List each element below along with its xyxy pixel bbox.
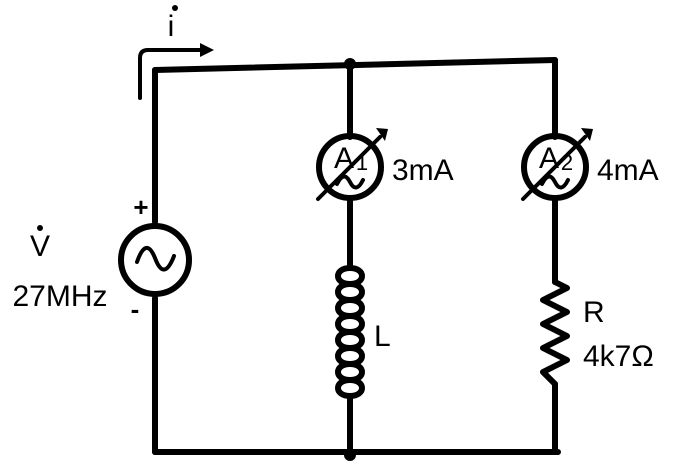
wires [152,57,561,461]
ammeter1-index: 1 [356,150,368,175]
source-plus-sign: + [133,192,148,222]
ac-source-icon [118,223,192,297]
ammeter1-letter: A [334,142,354,175]
ammeter2-icon [521,128,593,201]
ammeter1-icon [316,128,388,201]
ammeter1-reading: 3mA [392,154,454,187]
junction-top [344,58,356,70]
inductor-label: L [374,320,391,353]
current-dot [172,5,178,11]
resistor-value: 4k7Ω [583,340,654,373]
source-voltage-dot [37,225,43,231]
current-arrow-icon [138,43,214,100]
resistor-icon [540,279,570,387]
junction-bottom [344,449,356,461]
ammeter2-letter: A [539,142,559,175]
current-label: i [168,10,175,43]
resistor-label: R [583,296,605,329]
inductor-icon [335,265,365,399]
source-frequency-label: 27MHz [12,280,107,313]
ammeter2-reading: 4mA [597,154,659,187]
source-voltage-label: V [30,230,50,263]
ammeter2-index: 2 [561,150,573,175]
source-minus-sign: - [131,294,140,324]
